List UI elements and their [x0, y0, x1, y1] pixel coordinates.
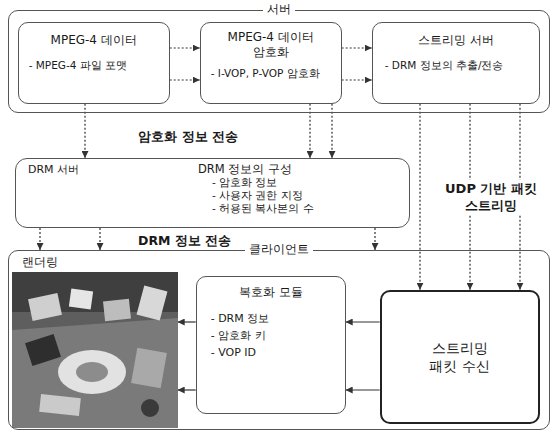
frame-background	[12, 272, 178, 428]
flow-arrow	[346, 389, 380, 390]
node-text: - MPEG-4 파일 포맷	[29, 58, 163, 72]
node-text: - 허용된 복사본의 수	[212, 202, 314, 215]
process-box: MPEG-4 데이터 - MPEG-4 파일 포맷	[18, 22, 170, 104]
node-text: - 사용자 권한 지정	[212, 189, 314, 202]
flow-arrow	[178, 321, 196, 322]
flow-label: 암호화 정보 전송	[138, 129, 238, 144]
text-group: MPEG-4 데이터 암호화	[215, 30, 327, 60]
text-group: 클라이언트	[9, 242, 549, 257]
label-patch: UDP 기반 패킷 스트리밍	[440, 180, 542, 214]
frame-table	[12, 318, 178, 428]
text-group: DRM 정보의 구성	[198, 162, 292, 176]
text-group: 서버	[9, 2, 549, 17]
client-group: 클라이언트랜더링복호화 모듈- DRM 정보- 암호화 키- VOP ID스트리…	[8, 250, 550, 430]
flow-arrow	[84, 104, 85, 158]
flow-arrow	[99, 228, 100, 250]
flow-arrow	[346, 321, 380, 322]
flow-arrow	[419, 104, 420, 290]
frame-object	[131, 348, 167, 389]
flow-arrow	[170, 47, 200, 48]
node-title: DRM 서버	[28, 163, 79, 177]
frame-object	[141, 399, 159, 417]
text-group: - DRM 정보의 추출/전송	[385, 58, 533, 72]
process-box: 복호화 모듈 - DRM 정보- 암호화 키- VOP ID	[196, 276, 346, 414]
text-group: - DRM 정보- 암호화 키- VOP ID	[211, 310, 339, 361]
flow-arrow	[342, 79, 372, 80]
flow-arrow	[342, 47, 372, 48]
flow-arrow	[331, 104, 332, 158]
label-patch: 암호화 정보 전송	[135, 129, 241, 145]
frame-object	[69, 289, 93, 310]
node-title: 복호화 모듈	[197, 285, 345, 300]
rendering-view: 랜더링	[12, 256, 178, 428]
frame-object	[25, 334, 61, 366]
text-group: 스트리밍 서버	[373, 33, 539, 48]
flow-arrow	[178, 389, 196, 390]
flow-label: DRM 정보 전송	[138, 233, 231, 248]
text-group: 복호화 모듈	[197, 285, 345, 300]
text-group: DRM 서버	[28, 163, 79, 177]
frame-disc-center	[76, 362, 108, 382]
label-patch: DRM 정보 전송	[135, 233, 234, 248]
node-text: - I-VOP, P-VOP 암호화	[211, 66, 335, 80]
flow-arrow	[170, 79, 200, 80]
flow-arrow	[309, 104, 310, 158]
server-box: DRM 서버 DRM 정보의 구성- 암호화 정보- 사용자 권한 지정- 허용된…	[15, 158, 410, 228]
flow-arrow	[39, 228, 40, 250]
node-text: DRM 정보의 구성	[198, 162, 292, 176]
frame-disc	[58, 350, 126, 394]
flow-label: UDP 기반 패킷 스트리밍	[445, 181, 537, 213]
frame-object	[39, 394, 81, 416]
node-title: 랜더링	[22, 255, 58, 270]
frame-object	[137, 285, 168, 320]
process-box: MPEG-4 데이터 암호화 - I-VOP, P-VOP 암호화	[200, 22, 342, 104]
node-title: 스트리밍 패킷 수신	[417, 339, 503, 375]
text-group: 랜더링	[22, 255, 58, 270]
process-box: 스트리밍 패킷 수신	[380, 290, 540, 424]
text-group: 스트리밍 패킷 수신	[417, 339, 503, 375]
node-title: MPEG-4 데이터	[19, 33, 169, 48]
node-text: - VOP ID	[211, 344, 339, 361]
node-text: - 암호화 키	[211, 327, 339, 344]
node-title: 스트리밍 서버	[373, 33, 539, 48]
text-group: - MPEG-4 파일 포맷	[29, 58, 163, 72]
node-text: - 암호화 정보	[212, 176, 314, 189]
frame-object	[28, 293, 62, 321]
node-title: 서버	[263, 2, 295, 17]
flow-arrow	[374, 228, 375, 250]
node-title: 클라이언트	[245, 242, 313, 257]
frame-object	[103, 299, 131, 322]
node-text: - DRM 정보의 추출/전송	[385, 58, 533, 72]
process-box: 스트리밍 서버 - DRM 정보의 추출/전송	[372, 22, 540, 104]
text-group: MPEG-4 데이터	[19, 33, 169, 48]
node-title: MPEG-4 데이터 암호화	[215, 30, 327, 60]
text-group: - 암호화 정보- 사용자 권한 지정- 허용된 복사본의 수	[212, 176, 314, 215]
server-group: 서버MPEG-4 데이터- MPEG-4 파일 포맷MPEG-4 데이터 암호화…	[8, 10, 550, 113]
text-group: - I-VOP, P-VOP 암호화	[211, 66, 335, 80]
node-text: - DRM 정보	[211, 310, 339, 327]
